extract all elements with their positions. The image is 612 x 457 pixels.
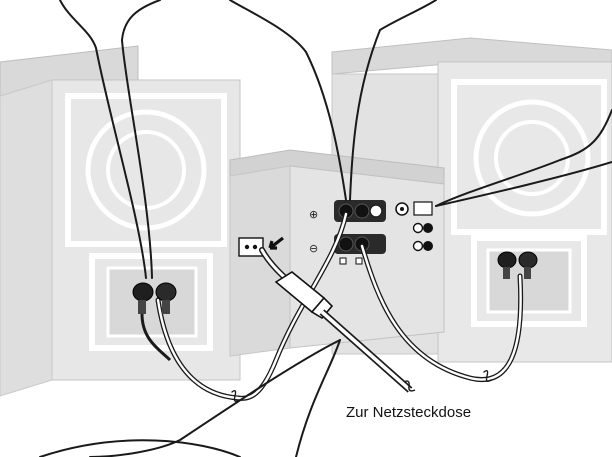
power-cord-core	[320, 310, 412, 392]
aux-jack-upper-red	[423, 223, 433, 233]
aux-jack-upper	[412, 222, 424, 234]
right-plug-b	[518, 251, 538, 269]
main-unit-side	[229, 165, 291, 357]
callout-bottom-bubble	[39, 439, 241, 457]
speaker-cables	[155, 211, 524, 403]
right-plug-a-sleeve	[503, 267, 510, 279]
left-plug-a	[132, 282, 154, 302]
upper-terminal-mid	[354, 203, 370, 219]
left-plug-b	[155, 282, 177, 302]
terminal-label-box-right	[355, 257, 363, 265]
power-plug-strain-relief	[310, 296, 334, 320]
left-cable-core	[156, 212, 348, 400]
antenna-icon-center	[400, 207, 404, 211]
aux-jack-lower	[412, 240, 424, 252]
callouts	[39, 0, 612, 457]
right-speaker-plugs	[497, 251, 538, 279]
left-plug-lead	[140, 313, 172, 362]
right-plug-a	[497, 251, 517, 269]
right-plug-b-sleeve	[524, 267, 531, 279]
right-cable-core	[360, 244, 522, 381]
terminal-label-box-left	[339, 257, 347, 265]
left-speaker-frame	[65, 93, 227, 247]
callout-left-outer	[59, 0, 147, 279]
right-terminal-plate	[471, 235, 587, 327]
left-speaker-plugs	[132, 282, 177, 362]
left-speaker	[0, 45, 241, 397]
power-inlet	[238, 236, 284, 257]
left-cable-break	[231, 389, 240, 403]
left-plug-a-sleeve	[138, 300, 146, 314]
insert-arrow-icon	[268, 236, 284, 250]
callout-left-inner	[120, 0, 161, 279]
callout-top-right-arm	[349, 0, 437, 201]
right-speaker-frame	[451, 79, 607, 235]
callout-top-left-arm	[229, 0, 347, 201]
fm-am-connector	[413, 201, 433, 216]
callout-bottom-right-arm	[295, 339, 341, 457]
ac-inlet-pin-right	[252, 244, 258, 250]
power-cord-break	[403, 380, 416, 392]
left-woofer-outer	[85, 109, 207, 231]
lower-terminal-left	[338, 236, 354, 252]
aux-jack-lower-red	[423, 241, 433, 251]
plus-terminal-icon: ⊕	[309, 208, 318, 221]
callout-right-arm-lower	[435, 161, 612, 207]
minus-terminal-icon: ⊖	[309, 242, 318, 255]
left-terminal-recess	[106, 266, 198, 338]
callout-bottom-left-arm	[89, 339, 341, 457]
antenna-jacks	[395, 201, 433, 252]
ac-inlet-pin-left	[244, 244, 250, 250]
upper-terminal-right	[369, 204, 383, 218]
callout-right-arm	[435, 109, 612, 207]
left-plug-b-sleeve	[162, 300, 170, 314]
ac-inlet-icon	[238, 237, 264, 257]
left-speaker-side	[0, 79, 53, 397]
power-cord	[259, 247, 416, 393]
right-cable-break	[483, 369, 492, 383]
right-woofer-outer	[473, 99, 591, 217]
power-outlet-caption: Zur Netzsteckdose	[344, 404, 474, 421]
